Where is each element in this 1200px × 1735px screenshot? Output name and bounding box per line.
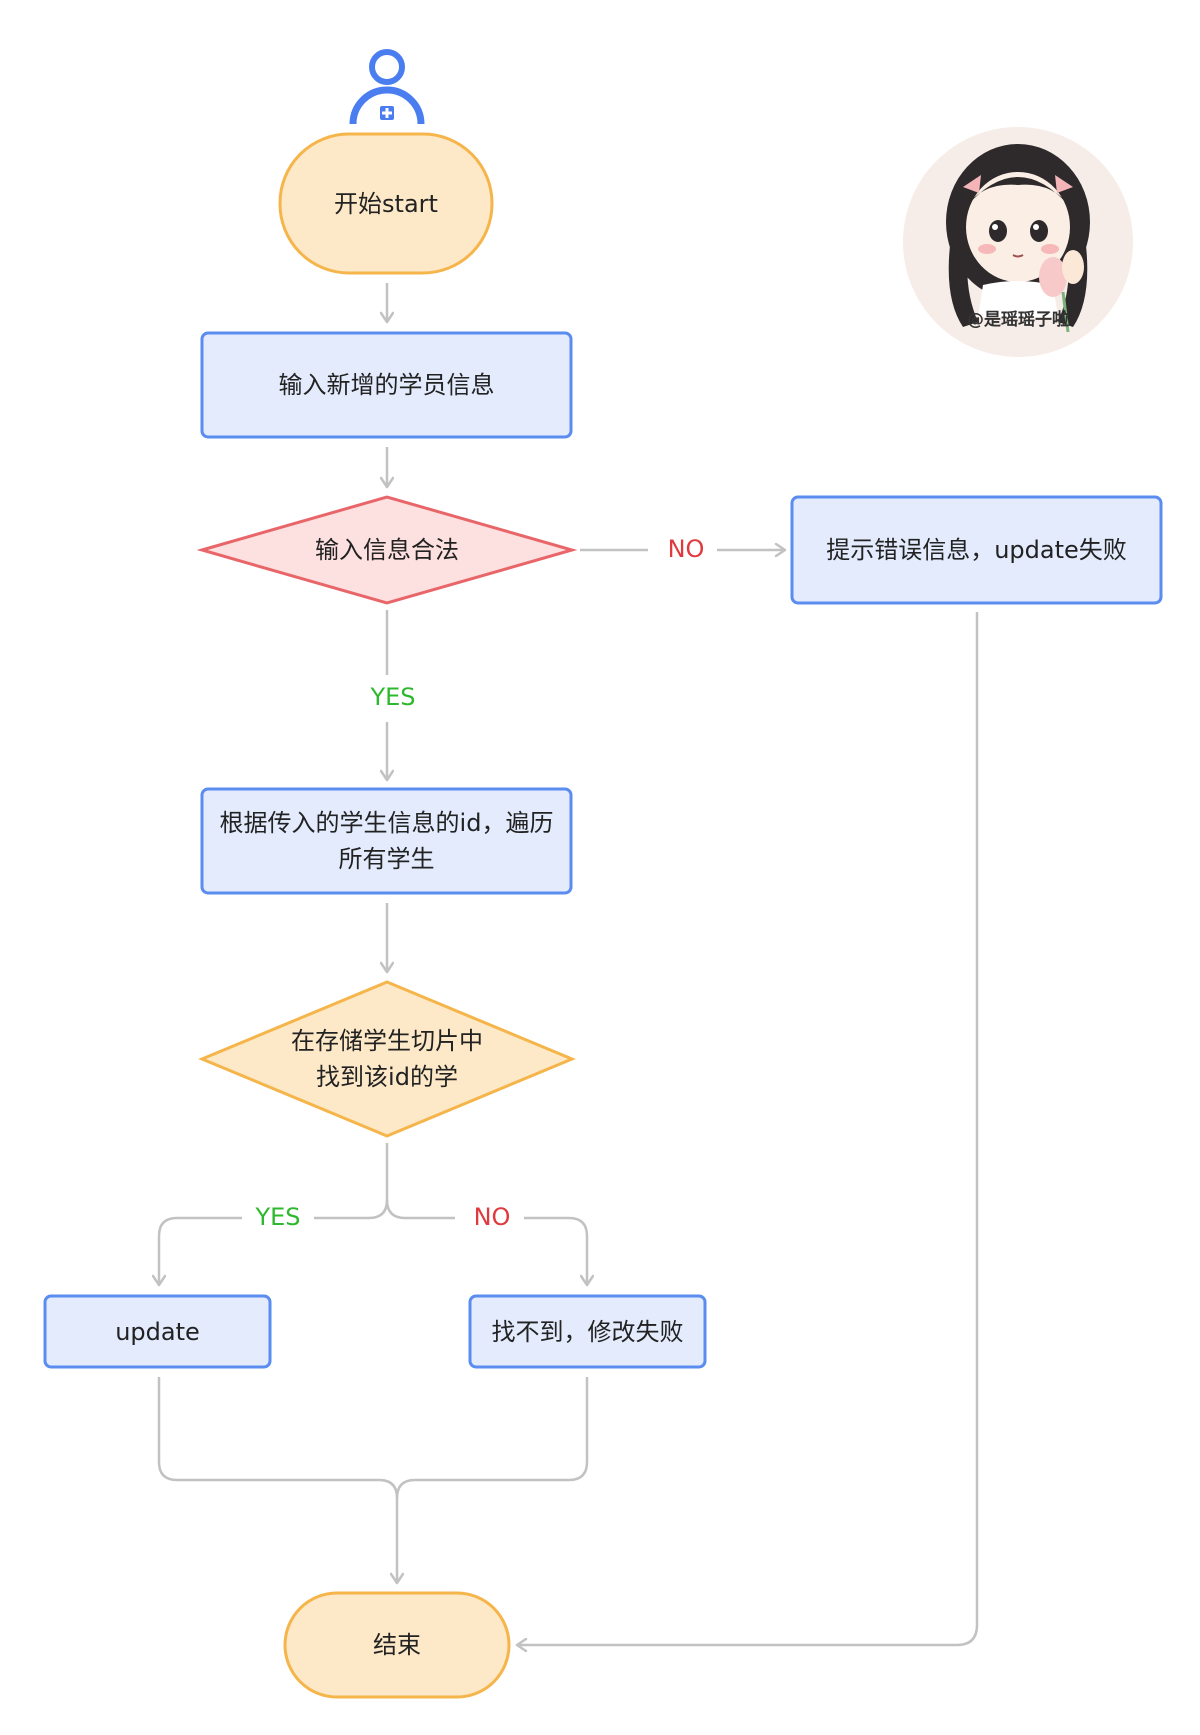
valid-yes-label: YES [357,683,429,711]
valid-no-label: NO [655,535,717,563]
iterate-process [200,787,573,895]
avatar-credit: @是瑶瑶子啦 [967,310,1069,330]
update-process [43,1294,272,1369]
end-label: 结束 [373,1631,421,1659]
start-terminal [278,132,494,275]
avatar: @是瑶瑶子啦 [903,127,1133,357]
find-no-label: NO [460,1203,524,1231]
input-process [200,331,573,439]
find-yes-label: YES [242,1203,314,1231]
user-add-icon [349,49,425,125]
valid-decision [196,495,578,605]
edge-error-end [517,612,979,1645]
girl-illustration [946,144,1090,333]
error-process [790,495,1163,605]
iterate-label: 根据传入的学生信息的id，遍历所有学生 [219,809,554,873]
start-label: 开始start [334,189,438,218]
edge-find-no-b [520,1216,587,1285]
connectors [157,283,979,1645]
notfound-label: 找不到，修改失败 [491,1317,684,1346]
edge-notfound-end [397,1377,589,1583]
edge-find-no-a [385,1199,455,1220]
notfound-process [468,1294,707,1369]
end-terminal [283,1591,511,1699]
edge-find-yes-b [159,1216,242,1285]
find-label: 在存储学生切片中找到该id的学 [291,1027,483,1091]
input-label: 输入新增的学员信息 [278,371,495,399]
error-label: 提示错误信息，update失败 [826,536,1127,564]
update-label: update [115,1317,200,1346]
edge-update-end [157,1377,399,1499]
edge-find-yes-a [310,1143,389,1220]
find-decision [198,980,576,1138]
valid-label: 输入信息合法 [315,536,459,564]
